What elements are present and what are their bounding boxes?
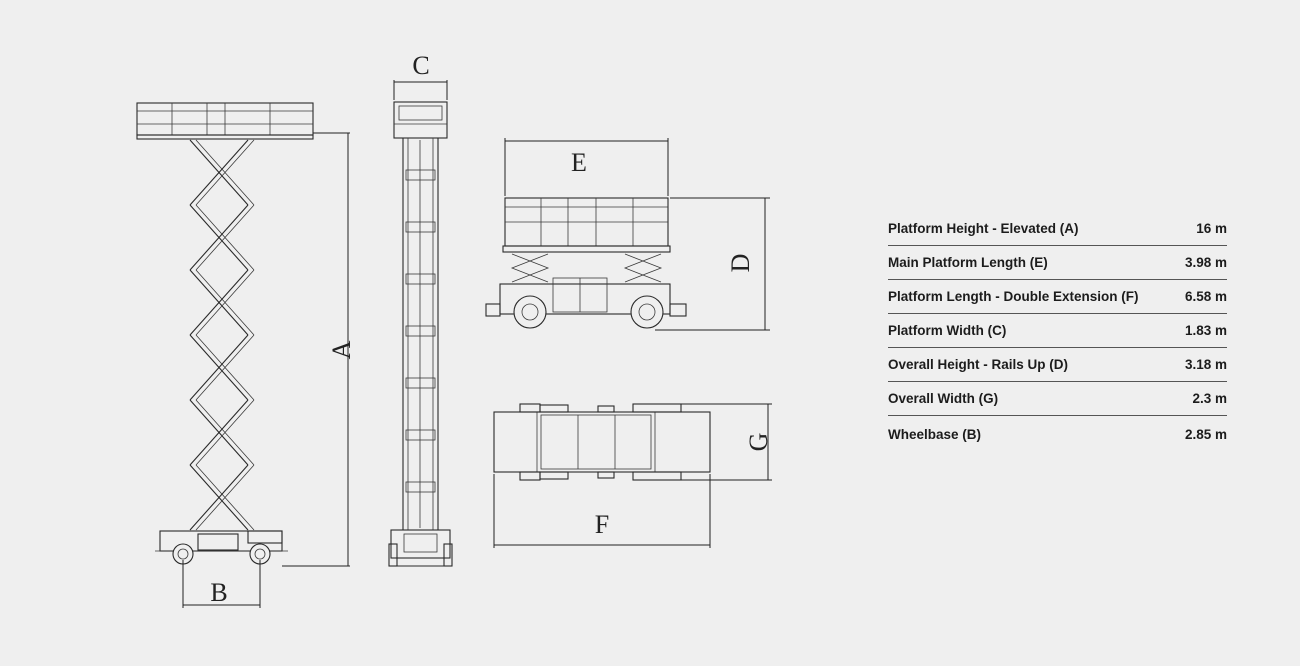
label-b: B (210, 578, 227, 607)
label-e: E (571, 148, 587, 177)
spec-label: Platform Length - Double Extension (F) (888, 279, 1179, 314)
spec-value: 2.3 m (1178, 381, 1227, 416)
label-g: G (744, 433, 773, 452)
top-view: G F (493, 403, 773, 548)
elevated-side-view: A B (136, 102, 356, 608)
spec-value: 3.18 m (1178, 347, 1227, 382)
spec-row: Platform Width (C)1.83 m (888, 313, 1227, 348)
spec-label: Overall Height - Rails Up (D) (888, 347, 1179, 382)
spec-value: 2.85 m (1184, 426, 1227, 442)
spec-label: Main Platform Length (E) (888, 245, 1179, 280)
elevated-end-view: C (388, 51, 453, 567)
spec-row: Platform Height - Elevated (A)16 m (888, 212, 1227, 246)
spec-value: 16 m (1178, 212, 1227, 246)
label-a: A (327, 340, 356, 359)
mast-rungs (405, 169, 436, 493)
spec-row: Overall Height - Rails Up (D)3.18 m (888, 347, 1227, 382)
spec-value: 1.83 m (1178, 313, 1227, 348)
label-f: F (595, 510, 609, 539)
spec-value: 3.98 m (1178, 245, 1227, 280)
spec-row: Platform Length - Double Extension (F)6.… (888, 279, 1227, 314)
spec-row: Main Platform Length (E)3.98 m (888, 245, 1227, 280)
spec-label: Platform Width (C) (888, 313, 1179, 348)
spec-row: Overall Width (G)2.3 m (888, 381, 1227, 416)
label-c: C (412, 51, 429, 80)
spec-label: Wheelbase (B) (888, 426, 982, 442)
spec-label: Overall Width (G) (888, 381, 1179, 416)
spec-value: 6.58 m (1178, 279, 1227, 314)
stowed-side-view: E D (485, 138, 770, 331)
spec-label: Platform Height - Elevated (A) (888, 212, 1179, 246)
spec-row: Wheelbase (B) 2.85 m (888, 416, 1227, 453)
scissor-stack (189, 139, 255, 531)
label-d: D (726, 254, 755, 273)
